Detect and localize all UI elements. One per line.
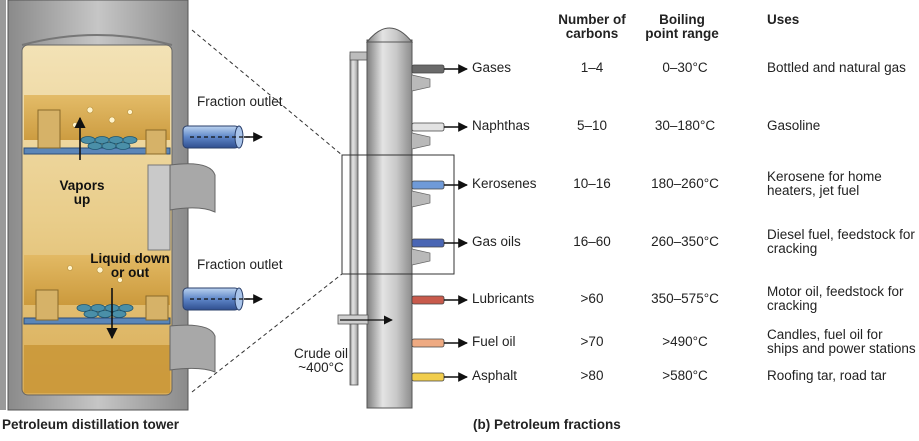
fraction-carbons: >70 <box>580 334 604 349</box>
fraction-boiling: 350–575°C <box>651 291 719 306</box>
fraction-uses: Diesel fuel, feedstock for cracking <box>767 227 915 257</box>
header-boiling: Boiling point range <box>645 12 719 42</box>
fraction-boiling: 30–180°C <box>654 118 716 133</box>
fraction-boiling: 180–260°C <box>651 176 719 191</box>
fractionating-column <box>337 27 455 409</box>
fraction-carbons: >80 <box>580 368 604 383</box>
right-caption: (b) Petroleum fractions <box>473 417 621 432</box>
crude-oil-label: Crude oil ~400°C <box>293 346 349 376</box>
header-uses: Uses <box>767 12 800 27</box>
outlet-pipe <box>411 180 468 208</box>
fraction-carbons: 10–16 <box>573 176 611 191</box>
zoom-guide-lines <box>191 29 343 393</box>
fraction-name: Gases <box>472 60 512 75</box>
header-carbons: Number of carbons <box>558 12 626 42</box>
fraction-boiling: 260–350°C <box>651 234 719 249</box>
fraction-boiling: >580°C <box>662 368 708 383</box>
fraction-uses: Candles, fuel oil for ships and power st… <box>767 327 916 357</box>
fraction-uses: Motor oil, feedstock for cracking <box>767 284 904 314</box>
fraction-uses: Kerosene for home heaters, jet fuel <box>767 169 882 199</box>
outlet-pipe <box>411 238 468 266</box>
fraction-name: Fuel oil <box>472 334 516 349</box>
fraction-outlet-label-bottom: Fraction outlet <box>197 257 283 272</box>
outlet-pipe <box>411 122 468 150</box>
distillation-tower-cutaway <box>0 0 263 411</box>
liquid-down-label: Liquid down or out <box>90 251 170 281</box>
fraction-boiling: >490°C <box>662 334 708 349</box>
outlet-pipe <box>411 64 468 92</box>
fraction-outlet-label-top: Fraction outlet <box>197 94 283 109</box>
fraction-name: Asphalt <box>472 368 518 383</box>
fraction-carbons: 5–10 <box>576 118 608 133</box>
fraction-carbons: >60 <box>580 291 604 306</box>
fraction-boiling: 0–30°C <box>662 60 708 75</box>
outlet-pipe <box>411 338 468 348</box>
fraction-carbons: 1–4 <box>580 60 604 75</box>
fraction-uses: Bottled and natural gas <box>767 60 906 75</box>
fraction-outlets <box>411 64 468 382</box>
left-caption: Petroleum distillation tower <box>2 417 180 432</box>
fraction-name: Lubricants <box>472 291 535 306</box>
outlet-pipe <box>411 372 468 382</box>
fraction-carbons: 16–60 <box>573 234 611 249</box>
outlet-pipe <box>411 295 468 305</box>
fraction-uses: Gasoline <box>767 118 821 133</box>
fraction-uses: Roofing tar, road tar <box>767 368 887 383</box>
fraction-name: Kerosenes <box>472 176 537 191</box>
fraction-name: Naphthas <box>472 118 530 133</box>
vapors-up-label: Vapors up <box>59 178 105 208</box>
fraction-name: Gas oils <box>472 234 521 249</box>
